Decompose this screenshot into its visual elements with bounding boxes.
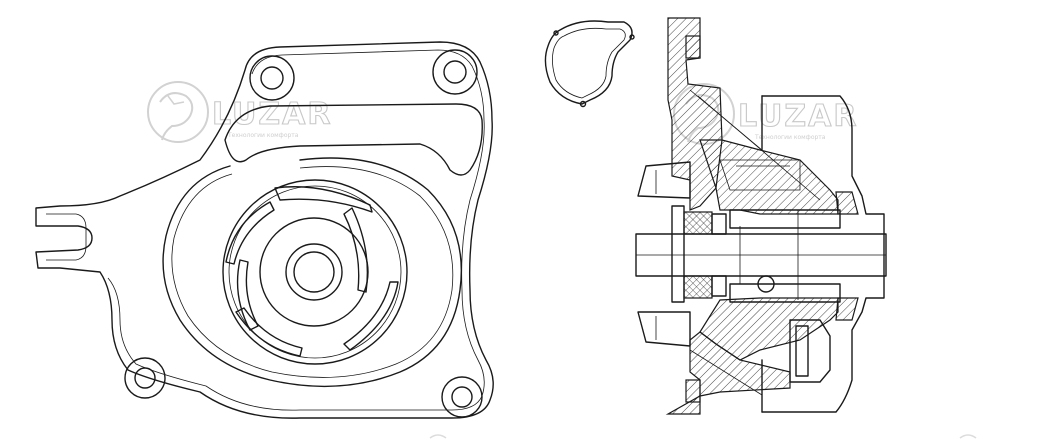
watermark-brand: LUZAR: [212, 97, 332, 132]
pump-gasket: [544, 20, 635, 108]
watermark-brand: LUZAR: [738, 99, 858, 134]
watermark-tagline: Технологии комфорта: [754, 134, 826, 141]
watermark-bottom: [429, 434, 977, 439]
impeller-blades: [225, 186, 399, 357]
watermark-tagline: Технологии комфорта: [227, 132, 299, 139]
watermark-right: LUZAR Технологии комфорта: [673, 83, 858, 145]
water-pump-front-view: [35, 41, 494, 419]
watermark-left: LUZAR Технологии комфорта: [147, 81, 332, 143]
water-pump-section-view: [635, 17, 887, 415]
lion-logo-icon: [147, 81, 209, 143]
